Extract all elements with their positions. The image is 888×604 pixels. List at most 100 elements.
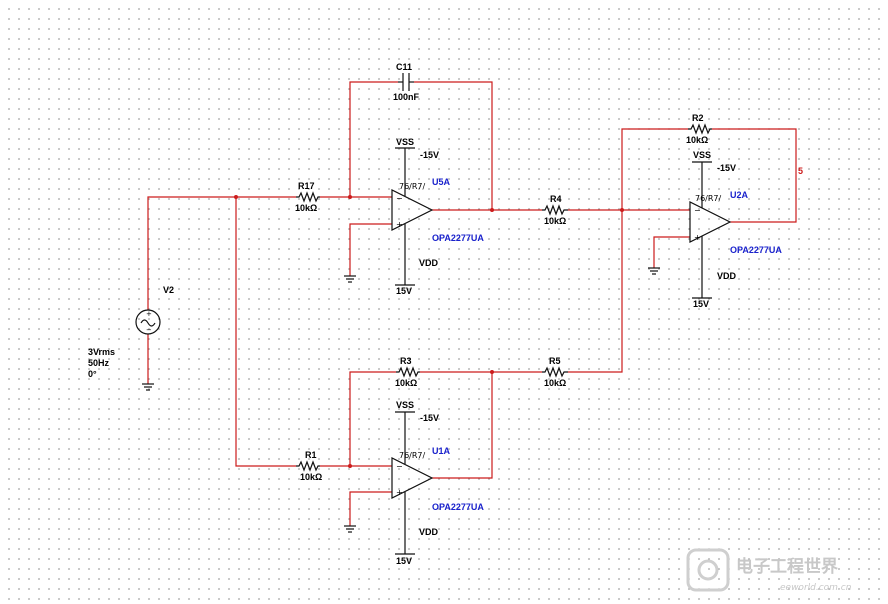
c11-name: C11 — [396, 62, 412, 72]
u2a-part: OPA2277UA — [730, 245, 782, 255]
opamp-u1a[interactable]: − + VSS -15V 76/R7/ U1A OPA2277UA VDD 15… — [391, 400, 484, 566]
ground-icon — [142, 383, 154, 391]
resistor-icon — [396, 366, 420, 378]
v2-phase: 0° — [88, 369, 97, 379]
wire-u5a-gnd[interactable] — [349, 223, 392, 276]
r17-value: 10kΩ — [295, 203, 317, 213]
wires — [147, 81, 797, 526]
r2-value: 10kΩ — [686, 135, 708, 145]
svg-text:−: − — [396, 462, 403, 471]
wire-u2a-gnd[interactable] — [653, 236, 690, 268]
r2-name: R2 — [692, 113, 704, 123]
u1a-vdd-voltage: 15V — [396, 556, 412, 566]
r5-name: R5 — [549, 356, 561, 366]
opamp-icon — [391, 189, 434, 231]
ground-icon — [344, 525, 356, 533]
grounds — [142, 267, 660, 533]
u1a-vss: VSS — [396, 400, 414, 410]
opamp-icon — [391, 457, 434, 499]
watermark-url: eeworld.com.cn — [780, 583, 852, 593]
opamp-u5a[interactable]: − + VSS -15V 76/R7/ U5A OPA2277UA VDD 15… — [391, 137, 484, 296]
junction-dot — [348, 195, 352, 199]
source-v2[interactable]: + − V2 3Vrms 50Hz 0° — [88, 285, 174, 379]
u5a-pin-label: 76/R7/ — [399, 182, 426, 191]
watermark-logo-icon — [686, 548, 730, 592]
junction-dot — [348, 464, 352, 468]
u2a-vss-voltage: -15V — [717, 163, 736, 173]
wire-c11-left[interactable] — [349, 81, 398, 197]
resistor-icon — [542, 366, 568, 378]
opamp-icon — [689, 201, 732, 243]
r1-value: 10kΩ — [300, 472, 322, 482]
junction-dot — [620, 208, 624, 212]
junction-dot — [490, 208, 494, 212]
wire-r3-left[interactable] — [349, 371, 396, 466]
svg-text:+: + — [694, 233, 701, 242]
svg-text:−: − — [694, 206, 701, 215]
r1-name: R1 — [305, 450, 317, 460]
wire-c11-right[interactable] — [414, 81, 493, 210]
u5a-vss: VSS — [396, 137, 414, 147]
r3-value: 10kΩ — [395, 378, 417, 388]
resistor-icon — [688, 123, 712, 135]
wire-r5-node[interactable] — [568, 210, 623, 373]
ground-icon — [648, 267, 660, 275]
u1a-vdd: VDD — [419, 527, 439, 537]
r4-name: R4 — [550, 194, 562, 204]
u2a-vss: VSS — [693, 150, 711, 160]
r3-name: R3 — [400, 356, 412, 366]
r4-value: 10kΩ — [544, 216, 566, 226]
resistor-r3[interactable]: R3 10kΩ — [395, 356, 420, 388]
u1a-part: OPA2277UA — [432, 502, 484, 512]
u2a-vdd-voltage: 15V — [693, 299, 709, 309]
wire-to-r1[interactable] — [235, 197, 296, 467]
svg-text:−: − — [146, 326, 152, 334]
sine-icon — [140, 319, 156, 327]
u5a-vss-voltage: -15V — [420, 150, 439, 160]
resistor-r1[interactable]: R1 10kΩ — [296, 450, 322, 482]
c11-value: 100nF — [393, 92, 420, 102]
r5-value: 10kΩ — [544, 378, 566, 388]
net-label-output[interactable]: 5 — [798, 166, 803, 176]
resistor-r5[interactable]: R5 10kΩ — [542, 356, 568, 388]
u5a-vdd-voltage: 15V — [396, 286, 412, 296]
v2-name: V2 — [163, 285, 174, 295]
resistor-icon — [542, 204, 568, 216]
wire-r2-right[interactable] — [712, 128, 797, 223]
v2-frequency: 50Hz — [88, 358, 110, 368]
wire-r3-right[interactable] — [420, 371, 493, 479]
u2a-vdd: VDD — [717, 271, 737, 281]
capacitor-c11[interactable]: C11 100nF — [393, 62, 420, 102]
u1a-vss-voltage: -15V — [420, 413, 439, 423]
resistor-r4[interactable]: R4 10kΩ — [542, 194, 568, 226]
watermark: 电子工程世界 eeworld.com.cn — [686, 548, 852, 593]
wire-u1a-gnd[interactable] — [349, 491, 392, 526]
svg-text:+: + — [396, 488, 403, 497]
u1a-pin-label: 76/R7/ — [399, 451, 426, 460]
opamp-u2a[interactable]: − + VSS -15V 76/R7/ U2A OPA2277UA VDD 15… — [689, 150, 803, 309]
resistor-icon — [296, 191, 320, 203]
u2a-name: U2A — [730, 190, 749, 200]
u5a-name: U5A — [432, 177, 451, 187]
svg-text:+: + — [396, 220, 403, 229]
u5a-part: OPA2277UA — [432, 233, 484, 243]
resistor-icon — [296, 460, 320, 472]
junction-dot — [234, 195, 238, 199]
v2-amplitude: 3Vrms — [88, 347, 115, 357]
wire-v2-top[interactable] — [147, 196, 296, 310]
resistor-r2[interactable]: R2 10kΩ — [686, 113, 712, 145]
junction-dot — [490, 370, 494, 374]
r17-name: R17 — [298, 181, 315, 191]
resistor-r17[interactable]: R17 10kΩ — [295, 181, 320, 213]
junctions — [234, 195, 624, 468]
ground-icon — [344, 275, 356, 283]
ac-source-icon — [135, 309, 161, 335]
wire-r2-left[interactable] — [621, 128, 688, 210]
u1a-name: U1A — [432, 446, 451, 456]
u2a-pin-label: 76/R7/ — [695, 194, 722, 203]
u5a-vdd: VDD — [419, 258, 439, 268]
svg-text:+: + — [146, 310, 152, 318]
svg-text:−: − — [396, 194, 403, 203]
